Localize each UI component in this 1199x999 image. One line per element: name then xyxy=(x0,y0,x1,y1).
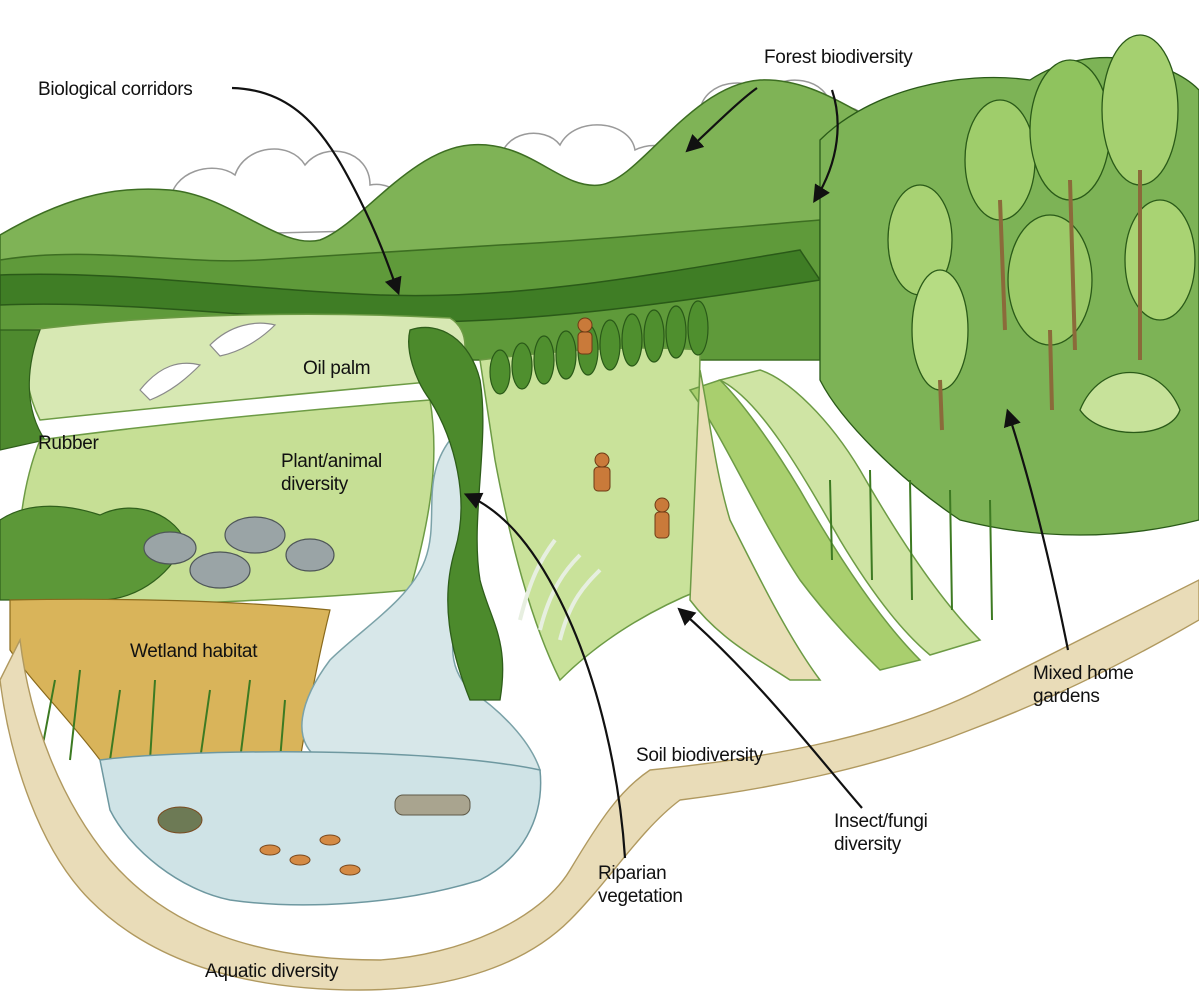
label-aquatic-diversity: Aquatic diversity xyxy=(205,960,338,983)
label-biological-corridors: Biological corridors xyxy=(38,78,193,101)
label-riparian-vegetation: Riparian vegetation xyxy=(598,862,683,908)
label-plant-animal-diversity: Plant/animal diversity xyxy=(281,450,382,496)
label-insect-fungi-diversity: Insect/fungi diversity xyxy=(834,810,928,856)
label-wetland-habitat: Wetland habitat xyxy=(130,640,257,663)
label-forest-biodiversity: Forest biodiversity xyxy=(764,46,912,69)
forest-canopy xyxy=(820,35,1199,535)
label-oil-palm: Oil palm xyxy=(303,357,370,380)
label-rubber: Rubber xyxy=(38,432,99,455)
label-mixed-home-gardens: Mixed home gardens xyxy=(1033,662,1134,708)
label-soil-biodiversity: Soil biodiversity xyxy=(636,744,763,767)
